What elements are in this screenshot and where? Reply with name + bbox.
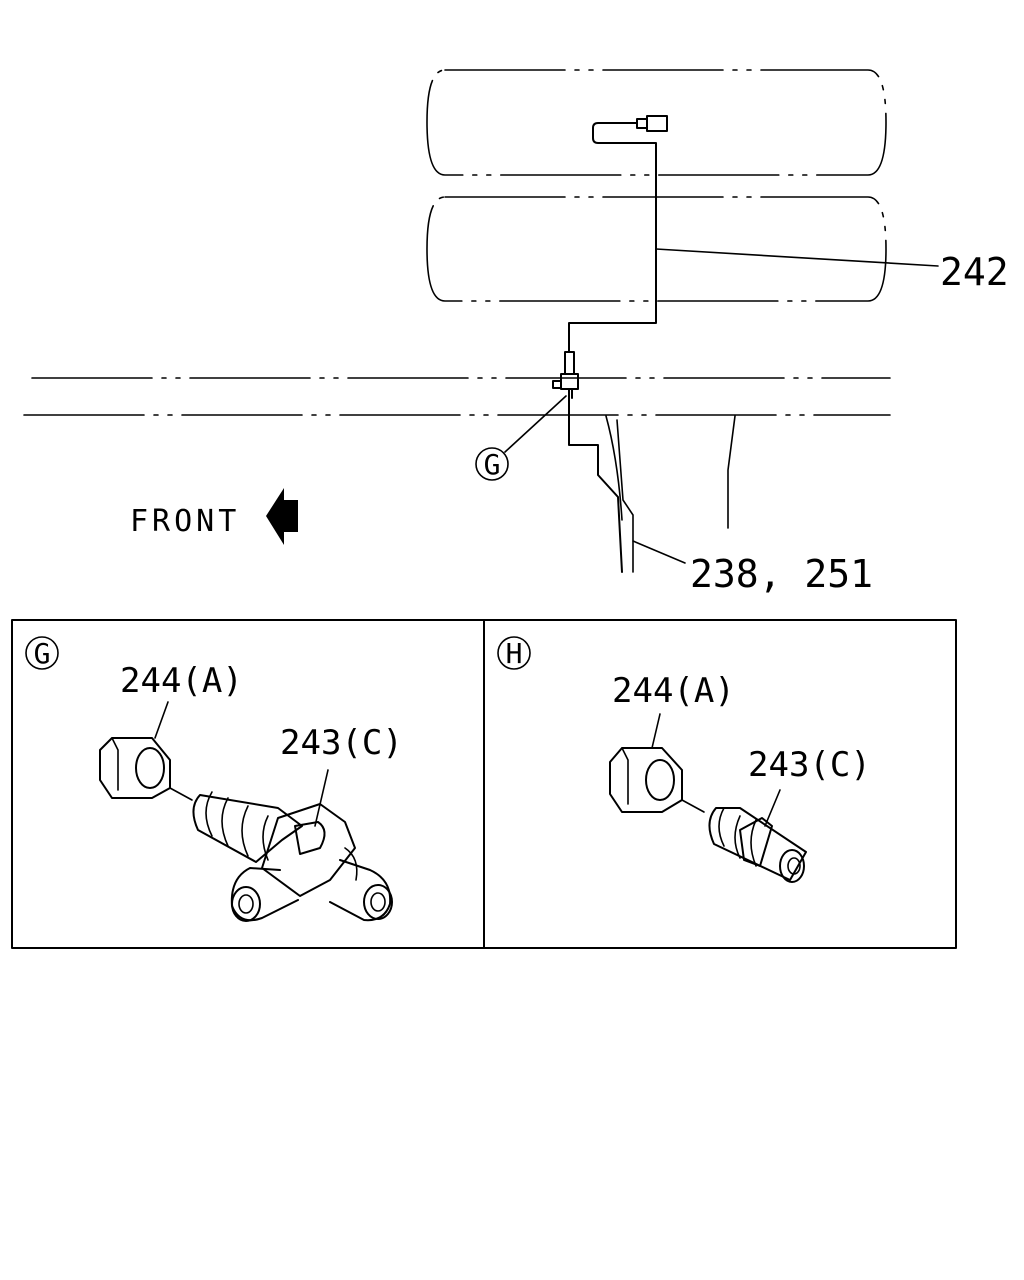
detail-g-nut-label: 244(A)	[120, 661, 243, 701]
svg-text:G: G	[484, 448, 501, 481]
left-arrow-icon	[266, 488, 298, 545]
detail-h-connector-label: 243(C)	[748, 745, 871, 785]
front-label: FRONT	[130, 504, 240, 539]
detail-h: H 244(A) 243(C)	[497, 636, 871, 883]
detail-h-nut-label: 244(A)	[612, 671, 735, 711]
leader-238-251	[632, 540, 686, 564]
part-number-238-251: 238, 251	[690, 552, 873, 596]
straight-connector-243	[708, 807, 807, 883]
nut-244-h	[609, 747, 705, 813]
svg-text:G: G	[34, 637, 51, 670]
leader-242	[655, 248, 939, 267]
leader-g	[504, 395, 567, 453]
tank-upper	[426, 69, 887, 176]
detail-g: G 244(A) 243(C)	[25, 636, 403, 922]
nut-244	[99, 737, 193, 801]
tee-connector-243	[192, 791, 393, 922]
hose-242	[552, 351, 623, 573]
callout-g: G	[475, 447, 509, 481]
sensor-connector	[568, 115, 668, 353]
svg-text:H: H	[506, 637, 523, 670]
frame-rails	[23, 377, 891, 416]
detail-h-marker: H	[497, 636, 531, 670]
pipes-238-251	[605, 415, 736, 573]
part-number-242: 242	[940, 250, 1009, 294]
detail-g-marker: G	[25, 636, 59, 670]
detail-g-connector-label: 243(C)	[280, 723, 403, 763]
tank-lower	[426, 196, 887, 302]
